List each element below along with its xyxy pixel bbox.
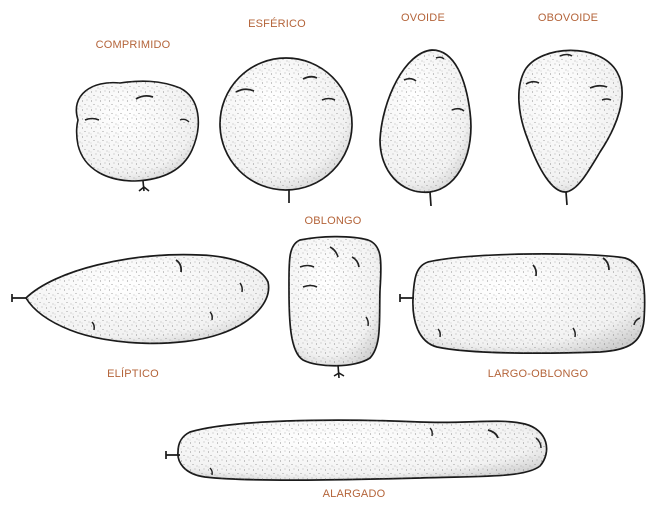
shape-eliptico bbox=[12, 255, 269, 344]
shape-ovoide bbox=[380, 50, 471, 206]
shape-alargado bbox=[166, 420, 547, 480]
shape-largo-oblongo bbox=[400, 254, 645, 353]
label-largo-oblongo: LARGO-OBLONGO bbox=[488, 368, 588, 380]
label-obovoide: OBOVOIDE bbox=[538, 12, 598, 24]
shape-comprimido bbox=[76, 81, 198, 191]
label-alargado: ALARGADO bbox=[323, 488, 386, 500]
shape-oblongo bbox=[289, 237, 381, 378]
label-comprimido: COMPRIMIDO bbox=[96, 39, 171, 51]
shape-esferico bbox=[220, 58, 352, 203]
label-esferico: ESFÉRICO bbox=[248, 18, 306, 30]
label-oblongo: OBLONGO bbox=[304, 215, 361, 227]
shape-obovoide bbox=[519, 50, 622, 205]
label-ovoide: OVOIDE bbox=[401, 12, 445, 24]
label-eliptico: ELÍPTICO bbox=[107, 368, 159, 380]
